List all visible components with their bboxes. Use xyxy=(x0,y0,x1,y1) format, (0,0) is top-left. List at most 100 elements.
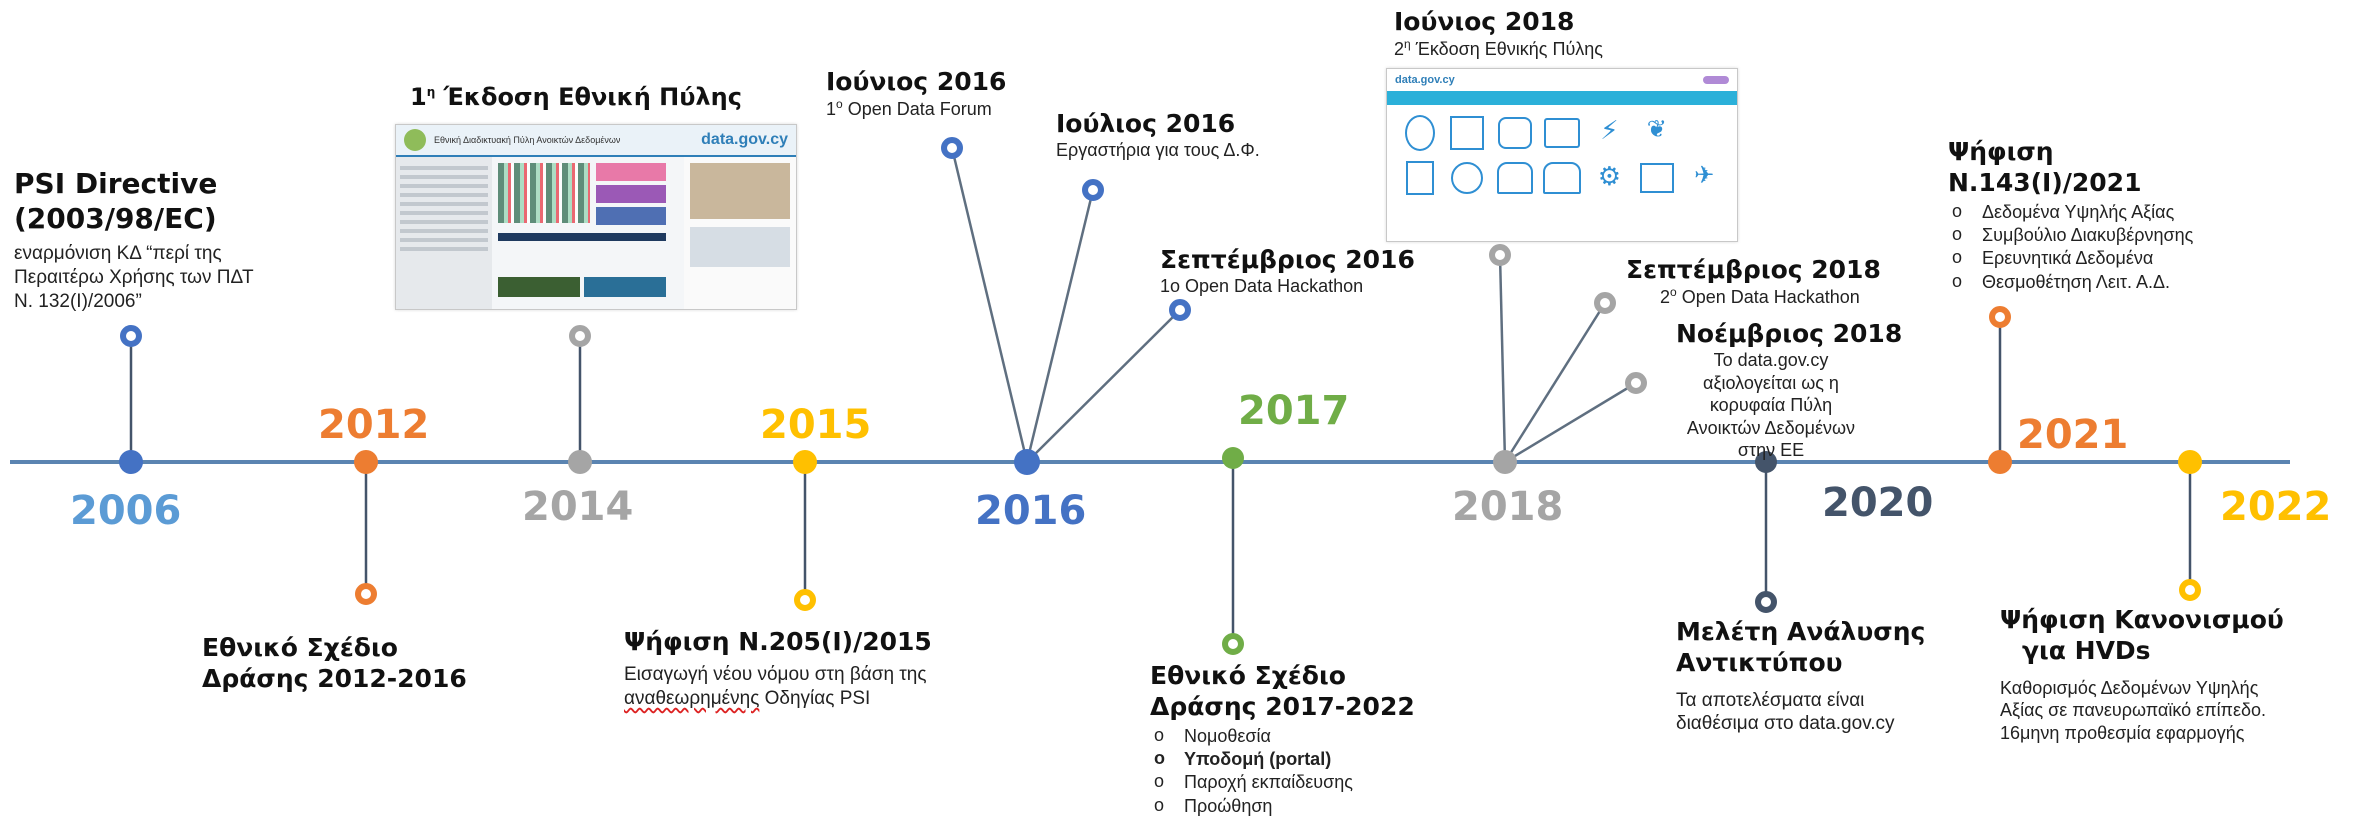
ring-2014 xyxy=(572,328,588,344)
building-icon xyxy=(1450,116,1484,150)
year-2020: 2020 xyxy=(1822,480,1933,526)
law2021-title-2: Ν.143(Ι)/2021 xyxy=(1948,167,2193,198)
event-impact-study: Μελέτη Ανάλυσης Αντικτύπου Τα αποτελέσμα… xyxy=(1676,616,1925,736)
hvd-title-2: για HVDs xyxy=(2000,635,2284,666)
law2021-title-1: Ψήφιση xyxy=(1948,136,2193,167)
people-icon xyxy=(1497,162,1533,194)
event-law-2015: Ψήφιση Ν.205(Ι)/2015 Εισαγωγή νέου νόμου… xyxy=(624,626,932,711)
law2021-bullet: Ερευνητικά Δεδομένα xyxy=(1948,247,2193,270)
ring-sept2018 xyxy=(1597,295,1613,311)
event-portal-v1: 1η Έκδοση Εθνική Πύλης xyxy=(410,82,742,112)
city-icon xyxy=(1406,161,1434,195)
marker-2017 xyxy=(1222,447,1244,469)
impact-desc-1: Τα αποτελέσματα είναι xyxy=(1676,689,1925,713)
family-icon xyxy=(1543,162,1581,194)
connector-june2016 xyxy=(952,148,1027,462)
psi-desc-1: εναρμόνιση ΚΔ “περί της xyxy=(14,242,254,266)
ring-sept2016 xyxy=(1172,302,1188,318)
event-sept-2016: Σεπτέμβριος 2016 1ο Open Data Hackathon xyxy=(1160,244,1415,298)
law2021-bullet: Δεδομένα Υψηλής Αξίας xyxy=(1948,201,2193,224)
july2016-title: Ιούλιος 2016 xyxy=(1056,108,1260,139)
ring-june2018 xyxy=(1492,247,1508,263)
portal-v1-logo: data.gov.cy xyxy=(701,131,788,149)
psi-desc-3: Ν. 132(Ι)/2006” xyxy=(14,290,254,314)
connector-june2018 xyxy=(1500,255,1505,462)
plant-icon: ❦ xyxy=(1636,115,1677,151)
energy-icon: ⚡ xyxy=(1589,115,1630,151)
plan2012-line-2: Δράσης 2012-2016 xyxy=(202,663,467,694)
connector-sept2016 xyxy=(1027,310,1180,462)
ring-2021 xyxy=(1992,309,2008,325)
impact-title-1: Μελέτη Ανάλυσης xyxy=(1676,616,1925,647)
nov2018-title: Νοέμβριος 2018 xyxy=(1676,318,1902,349)
law2021-bullets: Δεδομένα Υψηλής Αξίας Συμβούλιο Διακυβέρ… xyxy=(1948,201,2193,295)
marker-2015 xyxy=(793,450,817,474)
year-2021: 2021 xyxy=(2017,412,2128,458)
ring-2015 xyxy=(797,592,813,608)
ring-july2016 xyxy=(1085,182,1101,198)
year-2015: 2015 xyxy=(760,402,871,448)
event-psi-directive: PSI Directive (2003/98/EC) εναρμόνιση ΚΔ… xyxy=(14,166,254,313)
impact-title-2: Αντικτύπου xyxy=(1676,647,1925,678)
marker-2021 xyxy=(1988,450,2012,474)
event-june-2016: Ιούνιος 2016 1ο Open Data Forum xyxy=(826,66,1006,121)
june2016-title: Ιούνιος 2016 xyxy=(826,66,1006,97)
ring-2020 xyxy=(1758,594,1774,610)
psi-title-1: PSI Directive xyxy=(14,166,254,201)
year-2014: 2014 xyxy=(522,484,633,530)
plan2017-bullet: Υποδομή (portal) xyxy=(1150,748,1415,771)
event-nov-2018: Νοέμβριος 2018 Το data.gov.cy αξιολογείτ… xyxy=(1676,318,1902,462)
plan2017-bullet: Παροχή εκπαίδευσης xyxy=(1150,771,1415,794)
health-icon xyxy=(1451,162,1483,194)
connector-july2016 xyxy=(1027,190,1093,462)
sept2016-desc: 1ο Open Data Hackathon xyxy=(1160,275,1415,298)
police-icon xyxy=(1498,117,1532,149)
law2015-desc-1: Εισαγωγή νέου νόμου στη βάση της xyxy=(624,663,932,687)
law2015-title: Ψήφιση Ν.205(Ι)/2015 xyxy=(624,626,932,657)
ring-2017 xyxy=(1225,636,1241,652)
ring-nov2018 xyxy=(1628,375,1644,391)
hvd-title-1: Ψήφιση Κανονισμού xyxy=(2000,604,2284,635)
apple-icon xyxy=(1405,115,1435,151)
plan2017-line-2: Δράσης 2017-2022 xyxy=(1150,691,1415,722)
portal-v1-screenshot: Εθνική Διαδικτυακή Πύλη Ανοικτών Δεδομέν… xyxy=(395,124,797,310)
nov2018-desc: Το data.gov.cy αξιολογείται ως η κορυφαί… xyxy=(1676,349,1866,462)
event-sept-2018: Σεπτέμβριος 2018 2ο Open Data Hackathon xyxy=(1626,254,1881,309)
year-2012: 2012 xyxy=(318,402,429,448)
year-2018: 2018 xyxy=(1452,484,1563,530)
portal-v2-logo: data.gov.cy xyxy=(1395,74,1455,86)
june2018-title: Ιούνιος 2018 xyxy=(1394,6,1603,37)
marker-2012 xyxy=(354,450,378,474)
portal1-title: 1η Έκδοση Εθνική Πύλης xyxy=(410,83,742,111)
plan2017-line-1: Εθνικό Σχέδιο xyxy=(1150,660,1415,691)
july2016-desc: Εργαστήρια για τους Δ.Φ. xyxy=(1056,139,1260,162)
hvd-desc-2: Αξίας σε πανευρωπαϊκό επίπεδο. xyxy=(2000,699,2284,722)
event-plan-2017: Εθνικό Σχέδιο Δράσης 2017-2022 Νομοθεσία… xyxy=(1150,660,1415,818)
sept2016-title: Σεπτέμβριος 2016 xyxy=(1160,244,1415,275)
marker-2014 xyxy=(568,450,592,474)
event-law-2021: Ψήφιση Ν.143(Ι)/2021 Δεδομένα Υψηλής Αξί… xyxy=(1948,136,2193,294)
year-2016: 2016 xyxy=(975,488,1086,534)
psi-desc-2: Περαιτέρω Χρήσης των ΠΔΤ xyxy=(14,266,254,290)
marker-2016 xyxy=(1014,449,1040,475)
portal-v1-header-text: Εθνική Διαδικτυακή Πύλη Ανοικτών Δεδομέν… xyxy=(434,135,620,145)
event-june-2018: Ιούνιος 2018 2η Έκδοση Εθνικής Πύλης xyxy=(1394,6,1603,61)
marker-2006 xyxy=(119,450,143,474)
connector-nov2018 xyxy=(1505,383,1636,462)
map-icon xyxy=(1640,163,1674,193)
portal-v2-screenshot: data.gov.cy ⚡ ❦ ⚙ ✈ xyxy=(1386,68,1738,242)
gears-icon: ⚙ xyxy=(1589,161,1630,195)
marker-2018 xyxy=(1493,450,1517,474)
law2021-bullet: Συμβούλιο Διακυβέρνησης xyxy=(1948,224,2193,247)
year-2022: 2022 xyxy=(2220,484,2331,530)
wallet-icon xyxy=(1544,118,1580,148)
ring-2022 xyxy=(2182,582,2198,598)
hvd-desc-3: 16μηνη προθεσμία εφαρμογής xyxy=(2000,722,2284,745)
plane-icon: ✈ xyxy=(1684,161,1725,195)
ring-2006 xyxy=(123,328,139,344)
event-plan-2012: Εθνικό Σχέδιο Δράσης 2012-2016 xyxy=(202,632,467,695)
year-2017: 2017 xyxy=(1238,388,1349,434)
event-hvd-regulation: Ψήφιση Κανονισμού για HVDs Καθορισμός Δε… xyxy=(2000,604,2284,744)
plan2017-bullet: Νομοθεσία xyxy=(1150,725,1415,748)
impact-desc-2: διαθέσιμα στο data.gov.cy xyxy=(1676,712,1925,736)
